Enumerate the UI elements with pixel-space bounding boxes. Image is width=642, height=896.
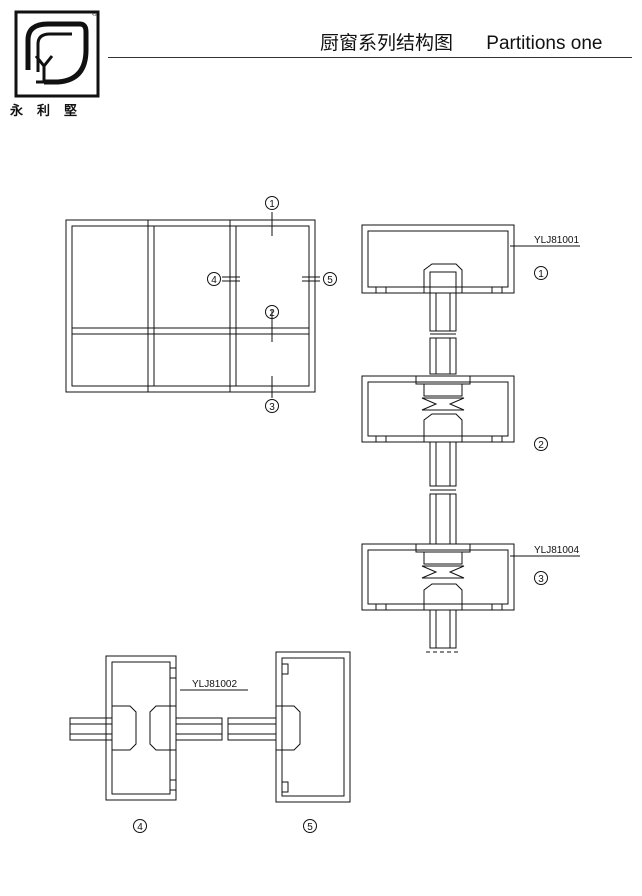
partition-elevation <box>65 212 320 398</box>
horizontal-section-4 <box>69 655 248 801</box>
title-chinese: 厨窗系列结构图 <box>320 33 454 54</box>
section-marker-3: 3 <box>538 574 544 585</box>
brand-logo: ® <box>14 10 100 98</box>
vertical-section <box>361 224 580 653</box>
profile-code-ylj81004: YLJ81004 <box>534 545 579 556</box>
elevation-marker-2: 2 <box>269 308 275 319</box>
registered-mark: ® <box>92 10 98 18</box>
horizontal-section-5 <box>227 651 351 803</box>
brand-name: 永利堅 <box>10 104 92 119</box>
section-marker-2: 2 <box>538 440 544 451</box>
elevation-marker-5: 5 <box>327 275 333 286</box>
profile-code-ylj81002: YLJ81002 <box>192 679 237 690</box>
section-marker-5: 5 <box>307 822 313 833</box>
elevation-marker-1: 1 <box>269 199 275 210</box>
elevation-marker-3: 3 <box>269 402 275 413</box>
section-marker-1: 1 <box>538 269 544 280</box>
profile-code-ylj81001: YLJ81001 <box>534 235 579 246</box>
page-title: 厨窗系列结构图 Partitions one <box>320 28 602 55</box>
section-marker-4: 4 <box>137 822 143 833</box>
title-english: Partitions one <box>486 33 603 54</box>
elevation-marker-4: 4 <box>211 275 217 286</box>
header-divider <box>108 57 632 58</box>
